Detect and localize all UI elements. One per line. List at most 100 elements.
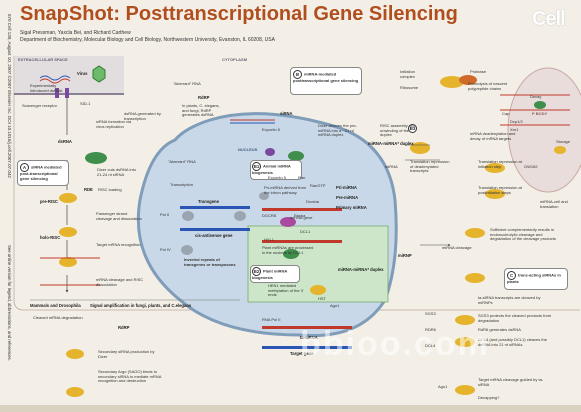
label-cap: Cap xyxy=(502,111,510,116)
membrane-line xyxy=(13,56,580,311)
dicer-cyto-icon xyxy=(288,151,304,161)
label-sufficient-complementarity: Sufficient complementarity results in en… xyxy=(490,227,556,242)
label-xrn1: Xrn1 xyxy=(510,127,519,132)
label-risc-assembly: RISC assembly and unwinding of the duple… xyxy=(380,123,416,138)
exportin-icon xyxy=(265,148,275,156)
ribosome-icon xyxy=(440,76,464,88)
label-sgs3: SGS3 xyxy=(425,311,436,316)
label-sirna-top: siRNA xyxy=(280,111,293,116)
virus-icon xyxy=(92,65,106,83)
nuc-ta-sirna: ta-siRNA xyxy=(300,335,318,340)
label-rdrp-top: RdRP xyxy=(198,95,210,100)
nuc-pre-mirna: Pre-miRNA xyxy=(336,195,359,200)
label-mirnp: miRNP xyxy=(398,253,412,258)
ago1-icon xyxy=(310,285,326,295)
label-rde: RDE xyxy=(84,187,93,192)
nuc-hen1: HEN1 mediated methylation of the 3' ends xyxy=(268,283,304,298)
nuc-rangtp: RanGTP xyxy=(310,183,326,188)
label-virus: Virus xyxy=(77,71,88,76)
label-dsrna: dsRNA xyxy=(58,139,72,144)
dcl1-icon xyxy=(283,249,299,259)
label-ago1-right: Ago1 xyxy=(438,384,448,389)
nuc-exportin: Exportin 5 xyxy=(268,175,287,180)
label-mirna-duplex-right: miRNA-miRNA* duplex xyxy=(368,141,414,146)
affiliation: Department of Biochemistry, Molecular Bi… xyxy=(20,37,275,43)
amp-item-sago: Secondary Argo (SAGO) binds to secondary… xyxy=(98,369,162,384)
watermark: bbioo.com xyxy=(300,325,490,363)
label-translation-repression-deadenylated: Translation repression of deadenylated t… xyxy=(410,159,450,174)
cytoplasm-label: CYTOPLASM xyxy=(222,57,248,62)
label-aberrant-rna-top: "Aberrant" RNA xyxy=(173,81,201,86)
nuc-duplex: miRNA-miRNA* duplex xyxy=(338,267,384,272)
label-passenger-strand: Passenger strand cleavage and dissociati… xyxy=(96,211,142,221)
amplification-heading: Mammals and Drosophila xyxy=(30,303,81,308)
label-repression-postinitiation: Translation repression at postinitiation… xyxy=(478,185,522,195)
label-target-cleavage-tasirna: Target mRNA cleavage guided by ta-siRNA xyxy=(478,377,544,387)
label-dcp: Dcp1/2 xyxy=(510,119,523,124)
nuc-pol-iv: Pol IV xyxy=(160,247,171,252)
nuc-hyl1: HYL1 xyxy=(264,237,275,242)
label-sirna-formation: siRNA formation via virus replication xyxy=(96,119,132,129)
label-initiation-complex: Initiation complex xyxy=(400,69,415,79)
label-dicer-cleaves: Dicer cleaves the pre-miRNA into a ~21 n… xyxy=(318,123,357,138)
drosha-icon xyxy=(280,217,296,227)
nuc-ran: Ran xyxy=(298,175,306,180)
p-body-label: P BODY xyxy=(532,111,548,116)
label-ribosome: Ribosome xyxy=(400,85,419,90)
label-holo-risc: holo-RISC xyxy=(40,235,61,240)
nuc-pri-mirna: Pri-miRNA xyxy=(336,185,357,190)
label-ta-sirna-transcripts: ta-siRNA transcripts are cleaved by miRN… xyxy=(478,295,541,305)
label-proteolysis: Proteolysis of nascent polypeptide chain… xyxy=(468,81,508,91)
nuc-hst: HST xyxy=(318,296,326,301)
nuc-dcl1: DCL1 xyxy=(300,229,311,234)
nuc-transgene: Transgene xyxy=(198,199,219,204)
label-dcl4: DCL4 xyxy=(425,343,436,348)
nuc-transcription: Transcription xyxy=(170,182,193,187)
footer-bar xyxy=(0,405,581,412)
label-mirna-cleavage: miRNA cleavage xyxy=(442,245,472,250)
target-gene-bar xyxy=(262,326,352,329)
label-rdr6-generates: RdR6 generates dsRNA xyxy=(478,327,521,332)
pol-ii-icon xyxy=(182,211,194,221)
journal-logo: Cell xyxy=(532,8,566,30)
nuc-aberrant-rna: "Aberrant" RNA xyxy=(168,159,196,164)
label-dcl4-cleaves: DCL4 (and possibly DCL1) cleaves the dsR… xyxy=(478,337,547,347)
label-mirna-right: miRNA xyxy=(385,164,398,169)
label-experimental-dsrna: Experimentally introduced dsRNA xyxy=(30,83,63,93)
nuc-pasha: Pasha xyxy=(294,213,306,218)
extracellular-label: EXTRACELLULAR SPACE xyxy=(18,57,68,62)
label-gw182: GW182 xyxy=(524,164,538,169)
p-body-shape xyxy=(507,67,581,193)
argonaute-icon xyxy=(59,193,77,203)
nuc-drosha: Drosha xyxy=(306,199,319,204)
authors: Sigal Pressman, Yaxcla Bei, and Richard … xyxy=(20,30,131,36)
page-title: SnapShot: Posttranscriptional Gene Silen… xyxy=(20,3,458,25)
label-pre-risc: pre-RISC xyxy=(40,199,58,204)
nuc-ago1: Ago1 xyxy=(330,303,340,308)
label-repression-initiation: Translation repression at initiation ste… xyxy=(478,159,522,169)
amp-item-rdrp: RdRP xyxy=(118,325,130,330)
nuc-dgcr8: DGCR8 xyxy=(262,213,277,218)
nuc-target-gene: Target gene xyxy=(290,351,314,356)
label-sgs3-protects: SGS3 protects the cleaved products from … xyxy=(478,313,552,323)
label-plants-rdrp: In plants, C. elegans, and fungi, RdRP g… xyxy=(182,103,220,118)
label-decay: Decay xyxy=(530,94,542,99)
label-mirna-cell: miRNA-cell and translation xyxy=(540,199,568,209)
mirna-gene-bar xyxy=(262,208,342,211)
nuc-rna-pol-ii: RNA Pol II xyxy=(262,317,281,322)
amp-item-secondary-sirna: Secondary siRNA production by Dicer xyxy=(98,349,155,359)
nuc-cis-antisense: cis-antisense gene xyxy=(195,233,233,238)
amp-item-degradation: Cleaved mRNA degradation xyxy=(33,315,83,320)
transgene-bar xyxy=(180,206,250,209)
label-scavenger-receptor: Scavenger receptor xyxy=(22,103,57,108)
label-protease: Protease xyxy=(470,69,487,74)
nuc-mirna-gene: miRNA gene xyxy=(290,215,313,220)
nucleus-label: NUCLEUS xyxy=(238,147,258,152)
nuc-pol-ii: Pol II xyxy=(160,212,170,217)
nuc-intron-pathway: Pri-miRNA derived from the intron pathwa… xyxy=(264,185,307,195)
amplification-heading2: Signal amplification in fungi, plants, a… xyxy=(90,303,192,308)
